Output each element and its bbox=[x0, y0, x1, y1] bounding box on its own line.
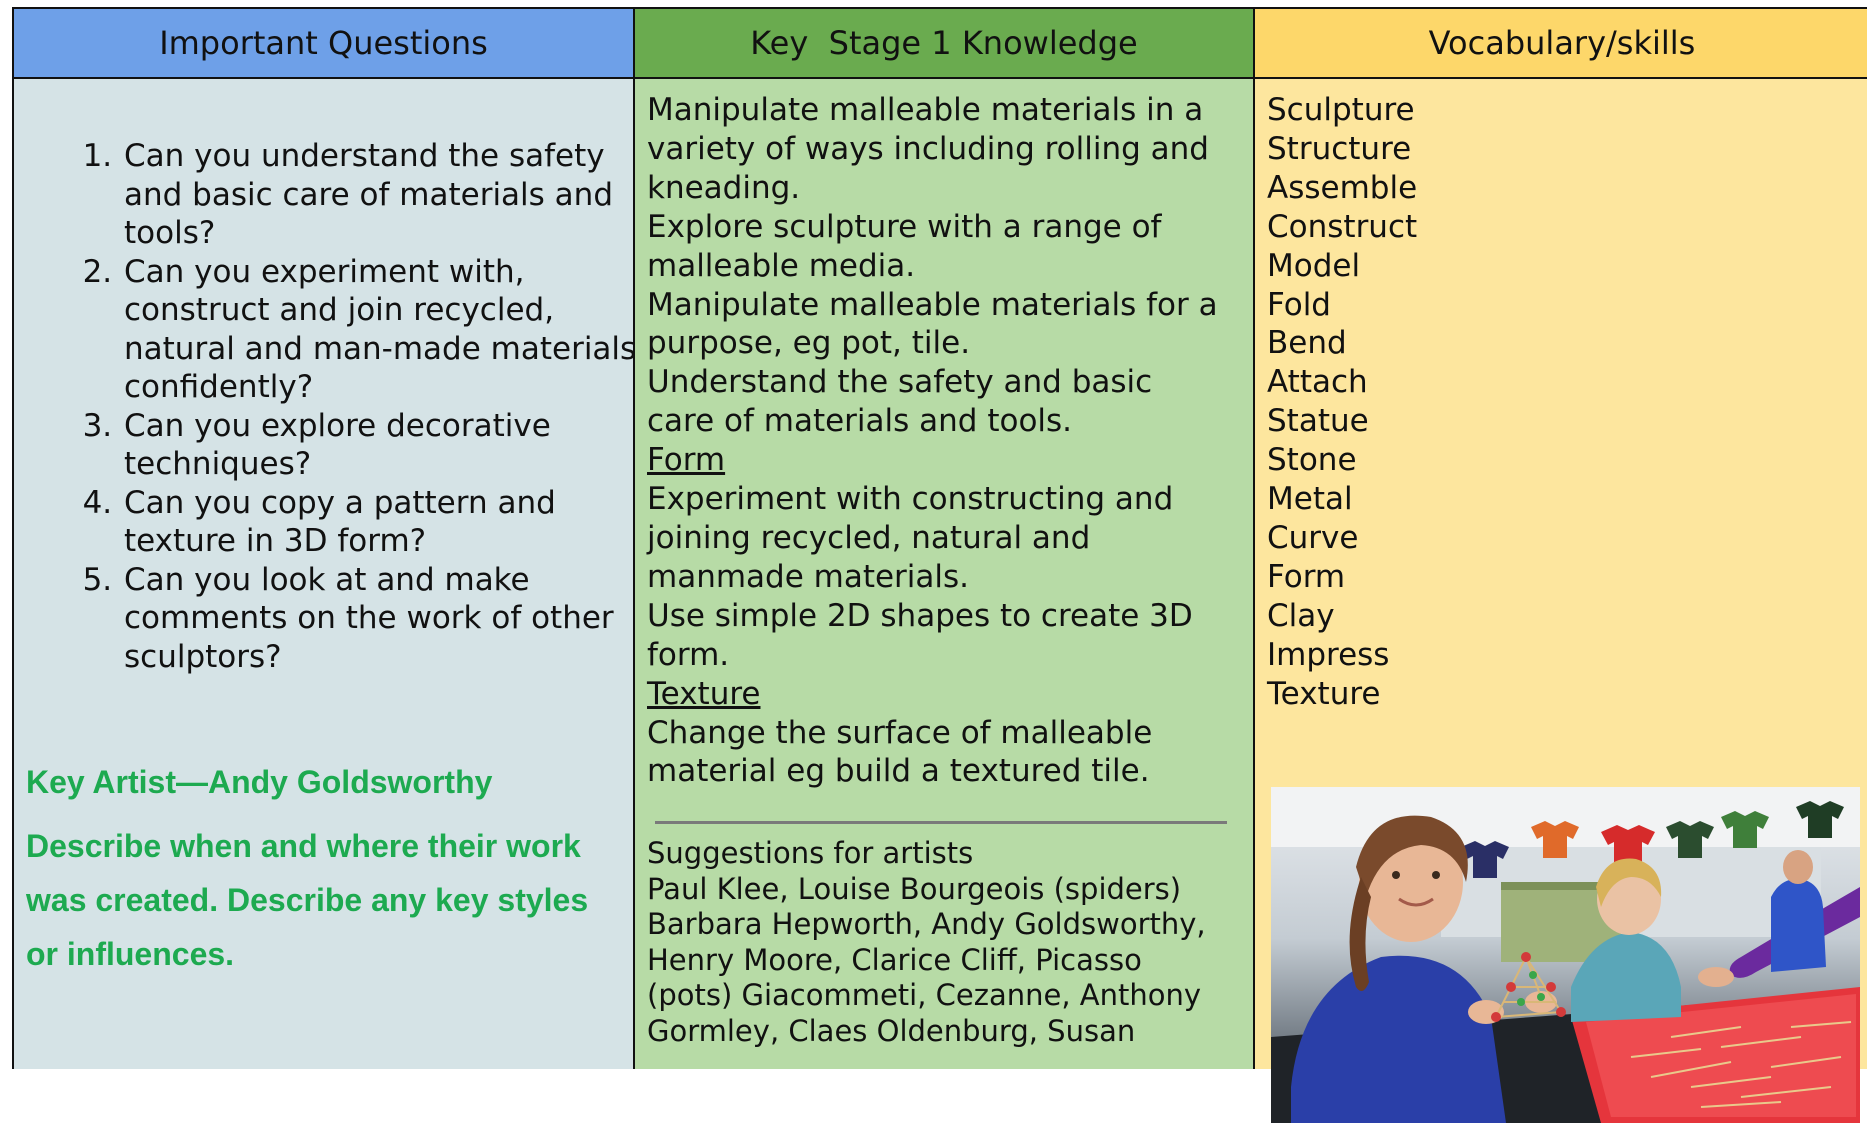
vocabulary-item: Clay bbox=[1267, 597, 1335, 634]
question-item: Can you look at and make comments on the… bbox=[122, 561, 642, 677]
curriculum-table: Important Questions Key Stage 1 Knowledg… bbox=[12, 7, 1867, 1123]
suggestions-line: (pots) Giacommeti, Cezanne, Anthony bbox=[647, 978, 1202, 1013]
knowledge-line: material eg build a textured tile. bbox=[647, 753, 1150, 790]
questions-list: Can you understand the safety and basic … bbox=[74, 137, 642, 676]
vocabulary-item: Assemble bbox=[1267, 169, 1418, 206]
knowledge-line: Use simple 2D shapes to create 3D bbox=[647, 597, 1193, 634]
vocabulary-item: Bend bbox=[1267, 325, 1347, 362]
vocabulary-item: Stone bbox=[1267, 442, 1357, 479]
knowledge-line: joining recycled, natural and bbox=[647, 519, 1091, 556]
knowledge-line: form. bbox=[647, 636, 730, 673]
knowledge-line: purpose, eg pot, tile. bbox=[647, 325, 971, 362]
vocabulary-item: Metal bbox=[1267, 481, 1353, 518]
header-important-questions: Important Questions bbox=[14, 9, 633, 79]
knowledge-subheading: Texture bbox=[647, 675, 761, 712]
vocabulary-item: Fold bbox=[1267, 286, 1331, 323]
knowledge-subheading: Form bbox=[647, 442, 726, 479]
vocabulary-item: Sculpture bbox=[1267, 92, 1415, 128]
key-artist-heading: Key Artist—Andy Goldsworthy bbox=[26, 764, 493, 800]
suggestions-line: Henry Moore, Clarice Cliff, Picasso bbox=[647, 942, 1142, 977]
header-key-stage-knowledge: Key Stage 1 Knowledge bbox=[633, 9, 1253, 79]
knowledge-line: manmade materials. bbox=[647, 558, 970, 595]
question-item: Can you copy a pattern and texture in 3D… bbox=[122, 484, 642, 561]
vocabulary-item: Form bbox=[1267, 558, 1346, 595]
knowledge-line: Manipulate malleable materials for a bbox=[647, 286, 1218, 323]
knowledge-line: Understand the safety and basic bbox=[647, 364, 1153, 401]
section-divider bbox=[655, 821, 1227, 824]
knowledge-line: Explore sculpture with a range of bbox=[647, 208, 1162, 245]
knowledge-line: Experiment with constructing and bbox=[647, 481, 1174, 518]
header-knowledge-label: Key Stage 1 Knowledge bbox=[750, 24, 1138, 62]
vocabulary-item: Structure bbox=[1267, 130, 1412, 167]
vocabulary-item: Impress bbox=[1267, 636, 1390, 673]
knowledge-line: kneading. bbox=[647, 169, 801, 206]
vocabulary-item: Texture bbox=[1267, 675, 1381, 712]
children-sculpting-photo bbox=[1271, 787, 1860, 1123]
suggestions-line: Gormley, Claes Oldenburg, Susan bbox=[647, 1013, 1136, 1048]
describe-instructions: Describe when and where their work was c… bbox=[26, 828, 589, 972]
suggestions-heading: Suggestions for artists bbox=[647, 836, 974, 870]
knowledge-line: Manipulate malleable materials in a bbox=[647, 92, 1204, 128]
knowledge-line: malleable media. bbox=[647, 247, 916, 284]
knowledge-line: Change the surface of malleable bbox=[647, 714, 1153, 751]
header-questions-label: Important Questions bbox=[159, 24, 488, 62]
vocabulary-item: Curve bbox=[1267, 519, 1359, 556]
suggestions-line: Paul Klee, Louise Bourgeois (spiders) bbox=[647, 871, 1182, 906]
question-item: Can you understand the safety and basic … bbox=[122, 137, 642, 253]
question-item: Can you explore decorative techniques? bbox=[122, 407, 642, 484]
header-vocabulary-skills: Vocabulary/skills bbox=[1253, 9, 1867, 79]
vocabulary-item: Statue bbox=[1267, 403, 1369, 440]
questions-column: Can you understand the safety and basic … bbox=[14, 79, 636, 1069]
knowledge-line: care of materials and tools. bbox=[647, 403, 1073, 440]
knowledge-line: variety of ways including rolling and bbox=[647, 130, 1209, 167]
header-vocabulary-label: Vocabulary/skills bbox=[1428, 24, 1696, 62]
vocabulary-item: Model bbox=[1267, 247, 1361, 284]
suggestions-line: Barbara Hepworth, Andy Goldsworthy, bbox=[647, 907, 1206, 942]
question-item: Can you experiment with, construct and j… bbox=[122, 253, 642, 407]
vocabulary-item: Construct bbox=[1267, 208, 1418, 245]
vocabulary-item: Attach bbox=[1267, 364, 1368, 401]
photo-illustration bbox=[1271, 787, 1860, 1123]
